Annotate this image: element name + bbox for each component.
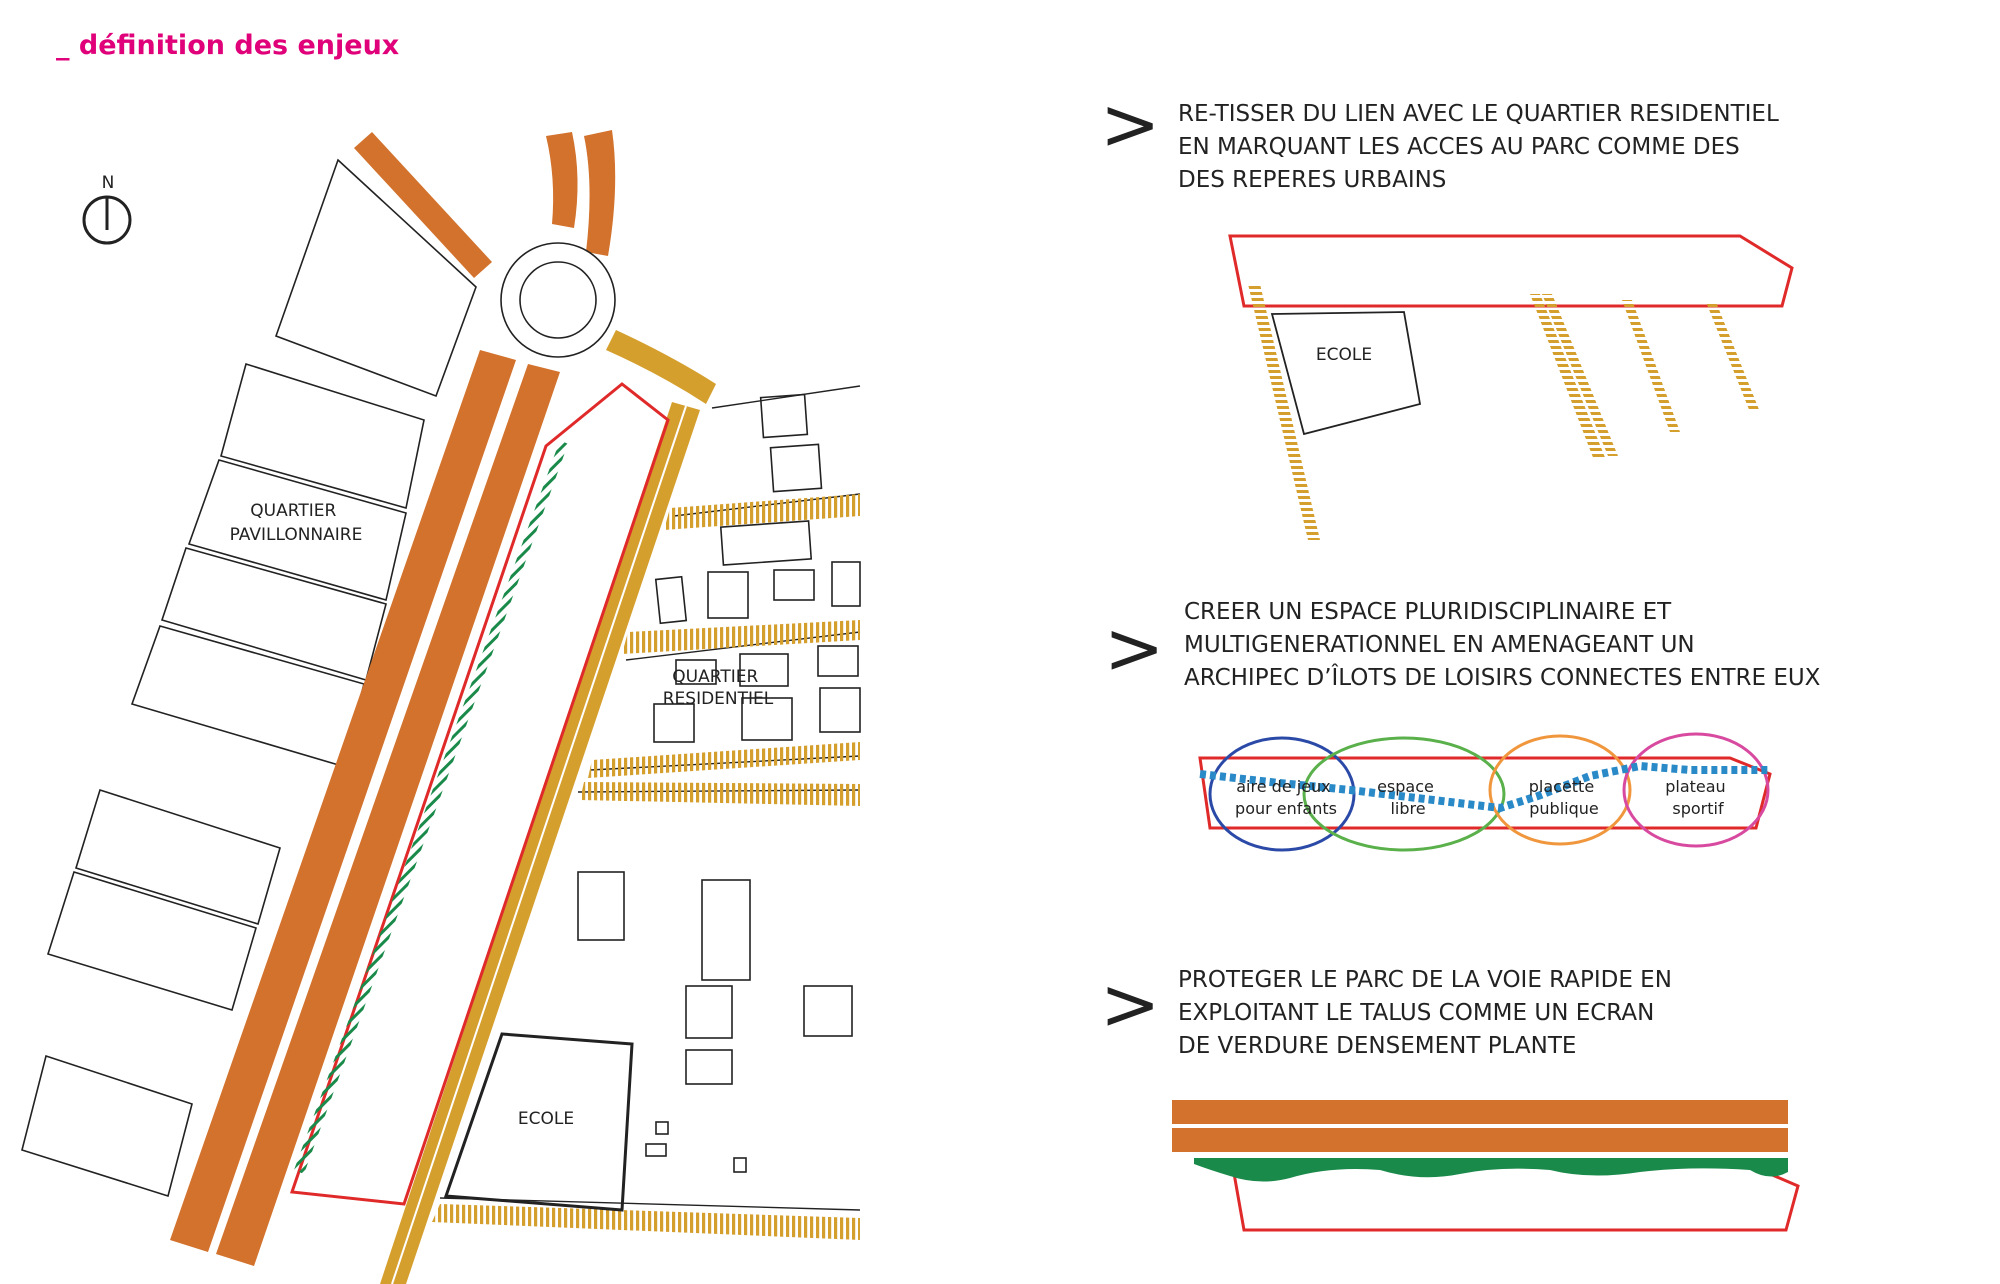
- island-1-label: aire de jeux pour enfants: [1235, 777, 1337, 818]
- ecole-label: ECOLE: [518, 1109, 574, 1129]
- park-outline: [1228, 234, 1794, 308]
- island-placette-publique: [1488, 734, 1632, 846]
- connector-path: [1199, 761, 1770, 813]
- leisure-islands: [1208, 732, 1770, 852]
- access-road: [606, 330, 716, 404]
- issue-3-text: PROTEGER LE PARC DE LA VOIE RAPIDE EN EX…: [1178, 967, 1672, 1059]
- expressway: [170, 130, 616, 1266]
- park-outline: [1198, 756, 1772, 830]
- issue-2-diagram: aire de jeux pour enfants espace libre p…: [1198, 732, 1772, 852]
- green-buffer: [294, 440, 568, 1174]
- north-arrow-icon: N: [82, 173, 132, 245]
- quartier-residentiel-label: QUARTIER RESIDENTIEL: [663, 667, 774, 709]
- access-markers: [1248, 284, 1760, 540]
- issue-2-marker: >: [1104, 606, 1165, 690]
- ecole-label: ECOLE: [1316, 345, 1372, 365]
- issue-1-text: RE-TISSER DU LIEN AVEC LE QUARTIER RESID…: [1178, 101, 1779, 193]
- ecole-building: [443, 1032, 634, 1212]
- island-espace-libre: [1302, 736, 1506, 852]
- page-title: _ définition des enjeux: [56, 30, 400, 61]
- residential-buildings: [577, 393, 861, 1173]
- island-3-label: placette publique: [1529, 777, 1600, 818]
- north-label: N: [102, 173, 115, 193]
- issue-1-diagram: ECOLE: [1228, 234, 1794, 540]
- park-outline: [289, 382, 670, 1206]
- island-2-label: espace libre: [1377, 777, 1439, 818]
- green-screen: [1194, 1158, 1788, 1182]
- issue-2-text: CREER UN ESPACE PLURIDISCIPLINAIRE ET MU…: [1184, 599, 1821, 691]
- quartier-pavillonnaire-label: QUARTIER PAVILLONNAIRE: [230, 501, 363, 545]
- issue-1-marker: >: [1100, 82, 1161, 166]
- site-map: N QUARTIER PAVILLONNAIRE: [21, 130, 861, 1284]
- hatched-streets: [432, 494, 860, 1240]
- expressway-lane-2: [1172, 1128, 1788, 1152]
- issue-3-marker: >: [1100, 962, 1161, 1046]
- island-plateau-sportif: [1622, 732, 1770, 848]
- park-outline: [1230, 1160, 1800, 1232]
- ecole-building: [1270, 311, 1422, 436]
- expressway-lane-1: [1172, 1100, 1788, 1124]
- island-4-label: plateau sportif: [1665, 777, 1731, 818]
- issue-3-diagram: [1172, 1100, 1800, 1232]
